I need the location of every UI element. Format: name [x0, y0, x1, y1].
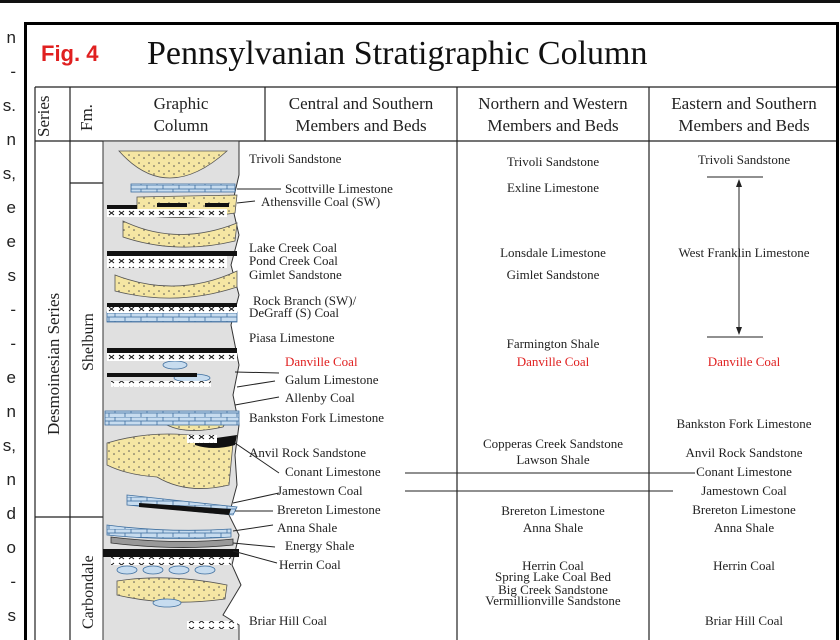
northern-danville: Danville Coal — [517, 354, 590, 369]
side-text-line: s. — [2, 96, 16, 115]
header-eastern-2: Members and Beds — [678, 116, 809, 135]
eastern-conant: Conant Limestone — [696, 464, 792, 479]
header-northern-1: Northern and Western — [478, 94, 628, 113]
side-text-line: e — [6, 198, 16, 217]
header-series: Series — [34, 95, 53, 137]
side-text-line: - — [10, 300, 16, 319]
header-central-2: Members and Beds — [295, 116, 426, 135]
central-briar-hill: Briar Hill Coal — [249, 613, 327, 628]
side-text-line: - — [10, 572, 16, 591]
northern-gimlet: Gimlet Sandstone — [507, 267, 600, 282]
side-text-line: s, — [2, 436, 16, 455]
eastern-herrin: Herrin Coal — [713, 558, 775, 573]
northern-anna: Anna Shale — [523, 520, 584, 535]
central-degraff: DeGraff (S) Coal — [249, 305, 339, 320]
central-anna: Anna Shale — [277, 520, 338, 535]
formation-shelburn: Shelburn — [80, 313, 97, 371]
central-lake-creek: Lake Creek Coal — [249, 240, 337, 255]
table-grid — [34, 86, 836, 640]
central-energy: Energy Shale — [285, 538, 355, 553]
side-text-line: s — [7, 606, 17, 625]
central-galum: Galum Limestone — [285, 372, 379, 387]
graphic-column — [102, 140, 242, 640]
header-graphic-2: Column — [154, 116, 209, 135]
central-rock-branch: Rock Branch (SW)/ — [253, 293, 357, 308]
central-anvil-rock: Anvil Rock Sandstone — [249, 445, 366, 460]
cropped-side-text: n - s. n s, e e s - - e n s, n d o - s — [0, 0, 18, 640]
central-piasa: Piasa Limestone — [249, 330, 335, 345]
side-text-line: n — [6, 28, 16, 47]
eastern-bankston: Bankston Fork Limestone — [676, 416, 811, 431]
eastern-jamestown: Jamestown Coal — [701, 483, 787, 498]
northern-trivoli: Trivoli Sandstone — [507, 154, 600, 169]
northern-copperas: Copperas Creek Sandstone — [483, 436, 623, 451]
central-allenby: Allenby Coal — [285, 390, 355, 405]
northern-lonsdale: Lonsdale Limestone — [500, 245, 606, 260]
side-text-line: e — [6, 368, 16, 387]
side-text-line: d — [6, 504, 16, 523]
eastern-west-franklin: West Franklin Limestone — [678, 245, 809, 260]
central-jamestown: Jamestown Coal — [277, 483, 363, 498]
side-text-line: o — [6, 538, 16, 557]
formation-carbondale: Carbondale — [80, 555, 97, 629]
side-text-line: - — [10, 62, 16, 81]
northern-exline: Exline Limestone — [507, 180, 599, 195]
side-text-line: n — [6, 470, 16, 489]
side-text-line: e — [6, 232, 16, 251]
central-gimlet: Gimlet Sandstone — [249, 267, 342, 282]
stratigraphic-column-svg: Series Fm. Graphic Column Central and So… — [34, 86, 836, 640]
central-conant: Conant Limestone — [285, 464, 381, 479]
side-text-line: - — [10, 334, 16, 353]
side-text-line: s, — [2, 164, 16, 183]
northern-big-creek: Big Creek Sandstone — [498, 582, 608, 597]
northern-herrin: Herrin Coal — [522, 558, 584, 573]
header-central-1: Central and Southern — [289, 94, 434, 113]
figure-title: Pennsylvanian Stratigraphic Column — [147, 35, 648, 72]
northern-lawson: Lawson Shale — [516, 452, 590, 467]
eastern-brereton: Brereton Limestone — [692, 502, 796, 517]
northern-vermillionville: Vermillionville Sandstone — [485, 593, 621, 608]
central-bankston: Bankston Fork Limestone — [249, 410, 384, 425]
central-herrin: Herrin Coal — [279, 557, 341, 572]
header-northern-2: Members and Beds — [487, 116, 618, 135]
central-athensville: Athensville Coal (SW) — [261, 194, 380, 209]
leader-lines — [232, 176, 763, 564]
arrow-up-icon — [736, 179, 742, 187]
eastern-danville: Danville Coal — [708, 354, 781, 369]
side-text-line: s — [7, 266, 17, 285]
header-graphic-1: Graphic — [154, 94, 209, 113]
eastern-briar-hill: Briar Hill Coal — [705, 613, 783, 628]
arrow-down-icon — [736, 327, 742, 335]
central-brereton: Brereton Limestone — [277, 502, 381, 517]
side-text-line: n — [6, 402, 16, 421]
series-label: Desmoinesian Series — [44, 293, 63, 435]
side-text-line: n — [6, 130, 16, 149]
eastern-trivoli: Trivoli Sandstone — [698, 152, 791, 167]
header-eastern-1: Eastern and Southern — [671, 94, 817, 113]
eastern-anvil-rock: Anvil Rock Sandstone — [686, 445, 803, 460]
northern-brereton: Brereton Limestone — [501, 503, 605, 518]
figure-label: Fig. 4 — [41, 41, 99, 66]
top-border — [0, 0, 840, 3]
eastern-anna: Anna Shale — [714, 520, 775, 535]
header-fm: Fm. — [77, 104, 96, 131]
central-trivoli: Trivoli Sandstone — [249, 151, 342, 166]
central-pond-creek: Pond Creek Coal — [249, 253, 338, 268]
figure-frame: Fig. 4 Pennsylvanian Stratigraphic Colum… — [24, 22, 839, 640]
central-scottville: Scottville Limestone — [285, 181, 393, 196]
northern-spring-lake: Spring Lake Coal Bed — [495, 569, 611, 584]
northern-farmington: Farmington Shale — [507, 336, 600, 351]
central-danville: Danville Coal — [285, 354, 358, 369]
